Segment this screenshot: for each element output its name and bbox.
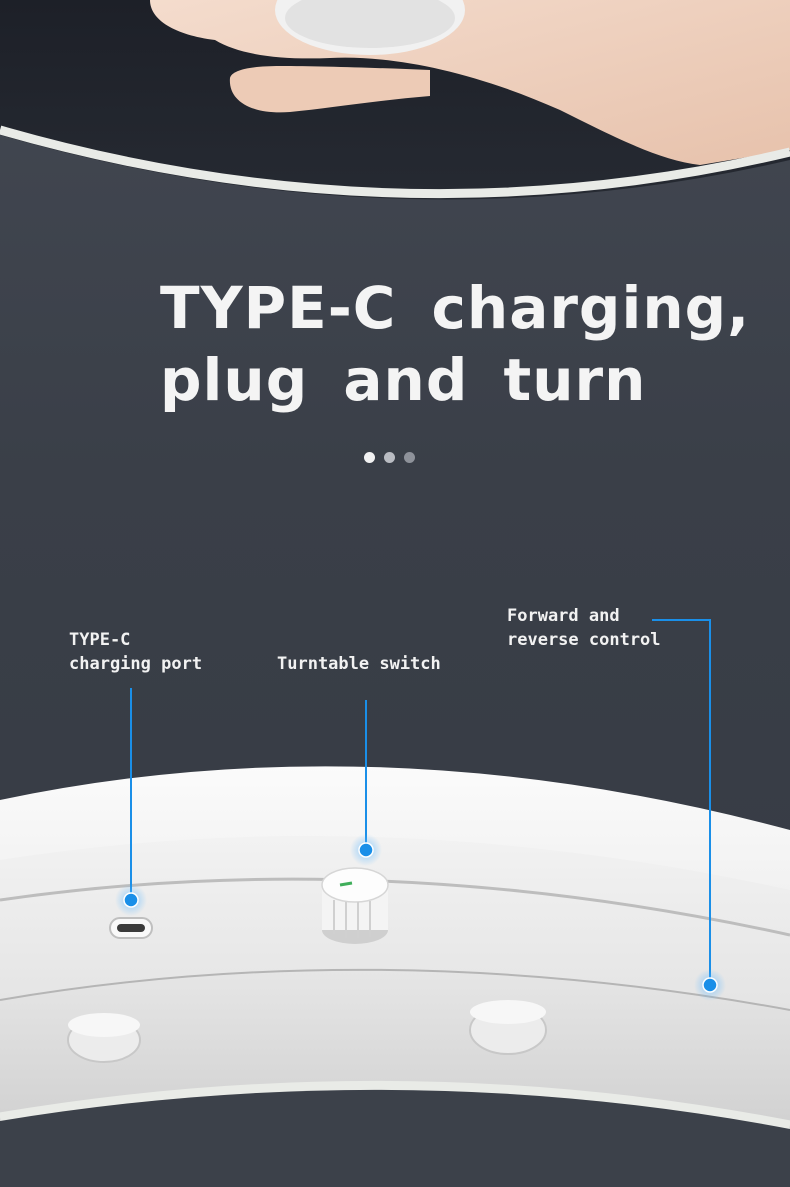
carousel-dots [364, 452, 415, 463]
headline-line-2: plug and turn [160, 346, 647, 414]
callout-forward-line-2: reverse control [507, 630, 661, 650]
headline-line-1: TYPE-C charging, [160, 274, 751, 342]
carousel-dot-3[interactable] [404, 452, 415, 463]
callout-switch-line-1: Turntable switch [277, 654, 441, 674]
headline: TYPE-C charging, plug and turn [160, 272, 750, 416]
callout-forward-line-1: Forward and [507, 606, 620, 626]
callout-switch-line [350, 700, 382, 866]
callout-port-line-1: TYPE-C [69, 630, 131, 650]
callout-forward-line [652, 619, 726, 1001]
carousel-dot-2[interactable] [384, 452, 395, 463]
callout-port-line-2: charging port [69, 654, 203, 674]
callout-port-label: TYPE-C charging port [69, 628, 202, 676]
callout-port-line [115, 688, 147, 916]
carousel-dot-1[interactable] [364, 452, 375, 463]
callout-switch-label: Turntable switch [277, 652, 441, 676]
callout-forward-label: Forward and reverse control [507, 604, 661, 652]
